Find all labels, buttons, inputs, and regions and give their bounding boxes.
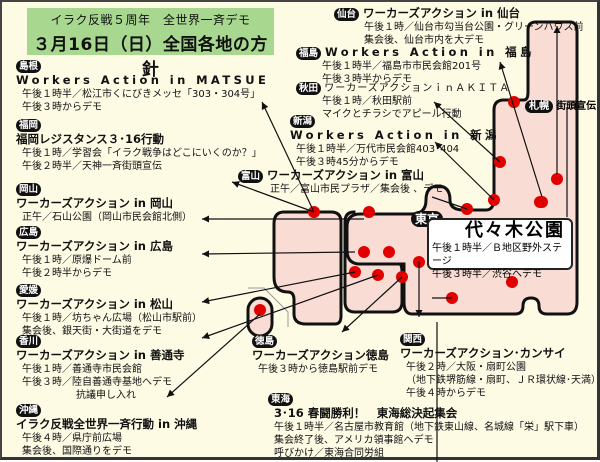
region-tokai: 東海 3･16 春闘勝利！ 東海総決起集会 午後１時半／名古屋市教育館（地下鉄東… [268,393,584,460]
region-badge: 秋田 [296,82,322,95]
region-detail: 正午／富山市民プラザ／集会後 、デモ [270,184,444,195]
dot-okayama [358,246,370,258]
region-heading: ワーカーズアクション in 富山 [267,168,425,182]
region-heading: ワーカーズアクションｉｎＡＫＩＴＡ [324,83,511,94]
title-line-1: イラク反戦５周年 全世界一斉デモ [50,13,251,27]
region-badge: 東海 [268,393,294,406]
region-toyama: 富山 ワーカーズアクション in 富山 正午／富山市民プラザ／集会後 、デモ [238,168,443,196]
region-badge: 富山 [238,170,264,183]
region-detail: （地下鉄堺筋線・扇町、ＪＲ環状線･天満） [406,375,600,386]
region-badge: 沖縄 [16,404,42,417]
dot-kanto [506,276,518,288]
region-badge: 仙台 [334,8,360,21]
region-detail: 午後１時／善通寺市民会館 [22,364,142,375]
region-badge: 関西 [400,333,426,346]
region-detail: 午後４時／県庁前広場 [22,433,122,444]
region-heading: イラク反戦全世界一斉行動 in 沖縄 [16,417,198,431]
region-detail: 午後１時半／万代市民会館403･404 [296,144,460,155]
dot-tottori [363,206,375,218]
region-kansai: 関西 ワーカーズアクション･カンサイ 午後２時／大阪・扇町公園 （地下鉄堺筋線・… [400,333,600,400]
region-tokyo: 代々木公園 午後１時半／Ｂ地区野外ステージ 午後３時半／渋谷へデモ [427,218,573,280]
region-badge: 広島 [16,226,42,239]
region-detail: 抗議申し入れ [76,390,136,401]
region-badge: 札幌 [525,100,553,113]
region-heading: ワーカーズアクション徳島 [252,348,389,362]
region-heading: ワーカーズアクション･カンサイ [400,346,566,360]
region-heading: ワーカーズアクション in 善通寺 [16,348,185,362]
region-detail: 午後１時／学習会「イラク戦争はどこにいくのか？」 [22,148,262,159]
region-fukushima: 福島 Workers Action in 福島 午後１時半／福島市市民会館201… [296,45,535,86]
region-heading: ワーカーズアクション in 広島 [16,239,173,253]
region-detail: 呼びかけ／東海合同労組 [274,448,384,459]
region-shimane: 島根 Workers Action in MATSUE 午後１時半／松江市くにび… [16,60,269,114]
region-detail: 街頭宣伝 [556,101,597,112]
region-detail: 午後１時／原爆ドーム前 [22,255,132,266]
region-tokushima: 徳島 ワーカーズアクション徳島 午後３時から徳島駅前デモ [252,335,389,376]
event-dots [254,96,563,316]
region-detail: 集会後、国際通りをデモ [22,446,132,457]
region-okinawa: 沖縄 イラク反戦全世界一斉行動 in 沖縄 午後４時／県庁前広場 集会後、国際通… [16,404,197,458]
region-niigata: 新潟 Workers Action in 新潟 午後１時半／万代市民会館403･… [290,115,500,169]
region-akita: 秋田 ワーカーズアクションｉｎＡＫＩＴＡ 午後１時／秋田駅前 マイクとチラシでア… [296,82,510,121]
region-detail: 午後３時から徳島駅前デモ [258,364,378,375]
region-detail: 午後３時半／渋谷へデモ [432,269,542,280]
region-detail: 集会終了後、アメリカ領事館へデモ [274,435,434,446]
title-banner: イラク反戦５周年 全世界一斉デモ ３月16日（日）全国各地の方針 [27,8,274,80]
dot-sendai [551,173,563,185]
region-detail: 午後１時半／福島市市民会館201号 [322,61,482,72]
region-heading: 代々木公園 [465,220,565,241]
region-okayama: 岡山 ワーカーズアクション in 岡山 正午／石山公園（岡山市民会館北側） [16,183,192,224]
region-heading: ワーカーズアクション in 岡山 [16,196,173,210]
leader-lines [166,26,568,462]
region-detail: 正午／石山公園（岡山市民会館北側） [22,212,192,223]
dot-hiroshima [383,246,395,258]
region-hiroshima: 広島 ワーカーズアクション in 広島 午後１時／原爆ドーム前 午後２時半からデ… [16,226,173,280]
title-line-2: ３月16日（日）全国各地の方針 [33,35,268,80]
region-detail: 集会後、銀天街・大街道をデモ [22,326,162,337]
region-badge: 福島 [296,47,322,60]
region-heading: 福岡レジスタンス３･16行動 [16,132,165,146]
region-badge: 福岡 [16,119,42,132]
region-kagawa: 香川 ワーカーズアクション in 善通寺 午後１時／善通寺市民会館 午後３時／陸… [16,335,185,402]
dot-tokyo [534,196,546,208]
region-detail: 午後１時／坊ちゃん広場（松山市駅前） [22,313,202,324]
region-detail: マイクとチラシでアピール行動 [322,109,462,120]
region-detail: 午後１時／仙台市勾当台公園・グリーンハウス前 [364,22,584,33]
region-detail: 午後２時／大阪・扇町公園 [406,362,526,373]
region-badge: 岡山 [16,183,42,196]
region-heading: ワーカーズアクション in 松山 [16,297,173,311]
dot-okinawa [254,304,266,316]
region-detail: 午後３時半からデモ [322,74,412,85]
region-heading: 3･16 春闘勝利！ 東海総決起集会 [274,406,458,420]
region-badge: 愛媛 [16,284,42,297]
region-detail: 午後１時／秋田駅前 [322,96,412,107]
region-badge: 香川 [16,335,42,348]
region-detail: 午後４時からデモ [406,388,486,399]
region-detail: 午後３時／陸自善通寺基地へデモ [22,377,172,388]
region-heading: Workers Action in 新潟 [290,128,500,142]
region-detail: 午後３時45分からデモ [296,157,399,168]
region-detail: 午後１時半／Ｂ地区野外ステージ [432,243,562,267]
region-heading: ワーカーズアクション in 仙台 [363,6,521,20]
region-detail: 午後２時半からデモ [22,268,112,279]
region-fukuoka: 福岡 福岡レジスタンス３･16行動 午後１時／学習会「イラク戦争はどこにいくのか… [16,119,262,173]
region-detail: 午後３時からデモ [22,102,102,113]
region-badge: 新潟 [290,115,316,128]
region-detail: 集会後、仙台市内を大デモ [364,35,484,46]
map-region-west [272,210,343,326]
region-sendai: 仙台 ワーカーズアクション in 仙台 午後１時／仙台市勾当台公園・グリーンハウ… [334,6,584,47]
region-detail: 午後１時半／松江市くにびきメッセ「303・304号」 [22,89,261,100]
region-ehime: 愛媛 ワーカーズアクション in 松山 午後１時／坊ちゃん広場（松山市駅前） 集… [16,284,202,338]
region-detail: 午後１時半／名古屋市教育館（地下鉄東山線、名城線「栄」駅下車） [274,422,584,433]
region-badge: 島根 [16,60,42,73]
region-detail: 午後２時半／天神一斉街頭宣伝 [22,161,162,172]
region-heading: Workers Action in 福島 [325,45,535,59]
region-sapporo: 札幌 街頭宣伝 [525,100,596,113]
region-badge: 徳島 [252,335,278,348]
region-heading: Workers Action in MATSUE [16,73,270,87]
